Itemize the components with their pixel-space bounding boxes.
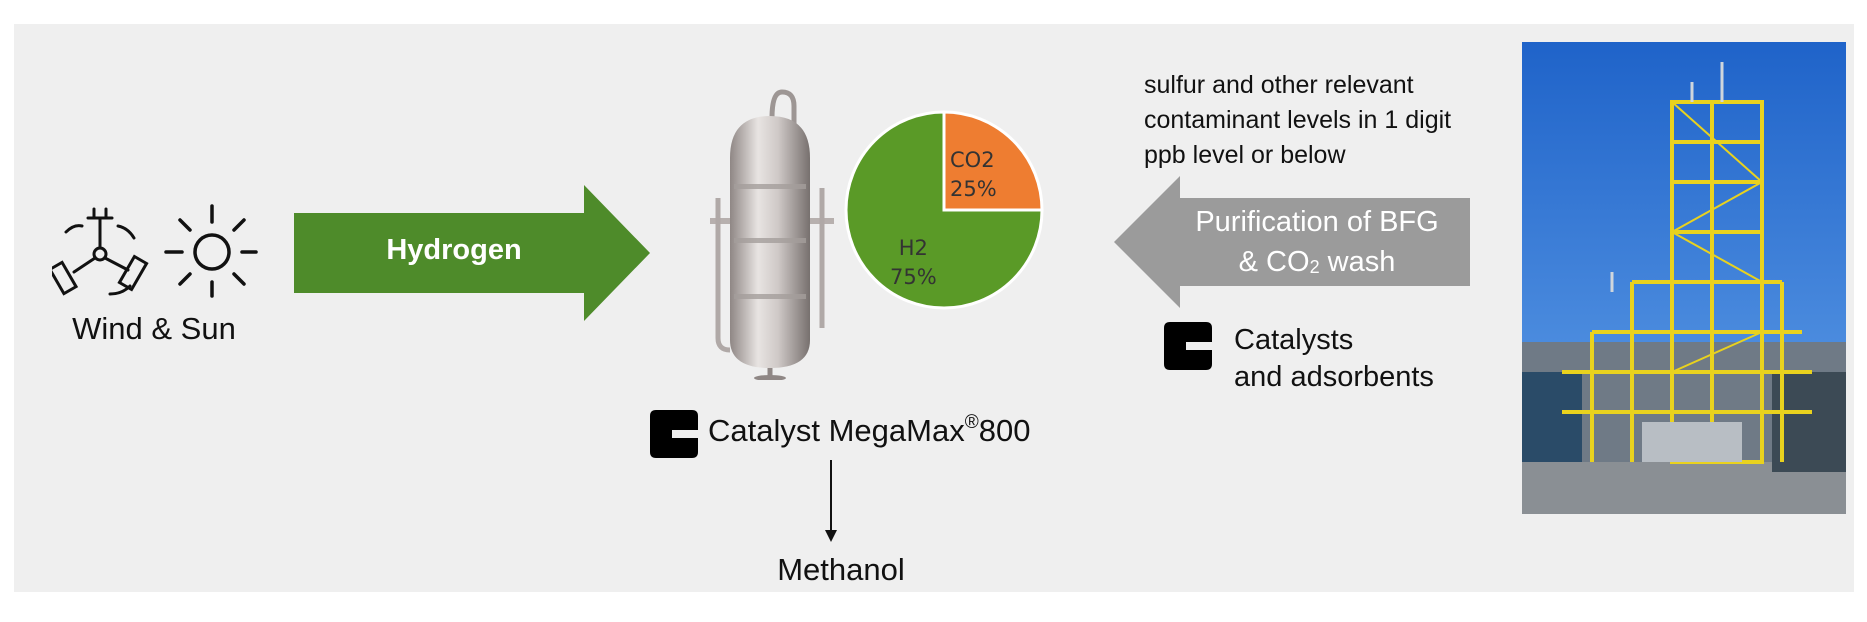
purification-subscript: 2 (1309, 257, 1320, 277)
wind-sun-label: Wind & Sun (72, 311, 236, 346)
adsorbents-label: Catalysts and adsorbents (1234, 322, 1434, 396)
purification-label: Purification of BFG & CO2 wash (1162, 202, 1472, 285)
adsorbents-line-2: and adsorbents (1234, 361, 1434, 393)
co2-label: CO2 (950, 148, 995, 172)
note-line-3: ppb level or below (1144, 141, 1346, 169)
contaminant-note: sulfur and other relevant contaminant le… (1144, 68, 1524, 173)
note-line-2: contaminant levels in 1 digit (1144, 106, 1452, 134)
hydrogen-label: Hydrogen (386, 234, 522, 266)
purification-line-1: Purification of BFG (1195, 206, 1439, 238)
methanol-label: Methanol (777, 552, 905, 587)
hydrogen-arrow (294, 185, 650, 321)
purification-co-text: & CO (1238, 246, 1310, 278)
h2-value: 75% (890, 265, 937, 289)
co2-slice-label: CO2 25% (950, 146, 997, 204)
pie-slice-h2 (844, 110, 1044, 310)
pie-slice-co2 (942, 110, 1044, 212)
catalyst-model: 800 (978, 413, 1031, 448)
clariant-logo-icon (650, 410, 698, 458)
adsorbents-line-1: Catalysts (1234, 324, 1354, 356)
purification-line-2: & CO2 wash (1162, 242, 1472, 285)
clariant-logo-icon (1164, 322, 1212, 370)
co2-value: 25% (950, 177, 997, 201)
down-arrow-icon (825, 460, 837, 542)
catalyst-label: Catalyst MegaMax®800 (708, 411, 1031, 449)
gas-composition-pie (844, 110, 1044, 310)
registered-mark: ® (964, 411, 979, 433)
reactor-vessel-icon (710, 89, 834, 380)
h2-label: H2 (898, 236, 928, 260)
note-line-1: sulfur and other relevant (1144, 71, 1414, 99)
catalyst-name: Catalyst MegaMax (708, 413, 965, 448)
purification-arrow (1114, 176, 1470, 308)
purification-wash-text: wash (1319, 246, 1396, 278)
h2-slice-label: H2 75% (890, 234, 937, 292)
industrial-plant-photo (1522, 42, 1846, 514)
sun-icon (164, 204, 258, 298)
wind-turbine-icon (52, 207, 149, 296)
